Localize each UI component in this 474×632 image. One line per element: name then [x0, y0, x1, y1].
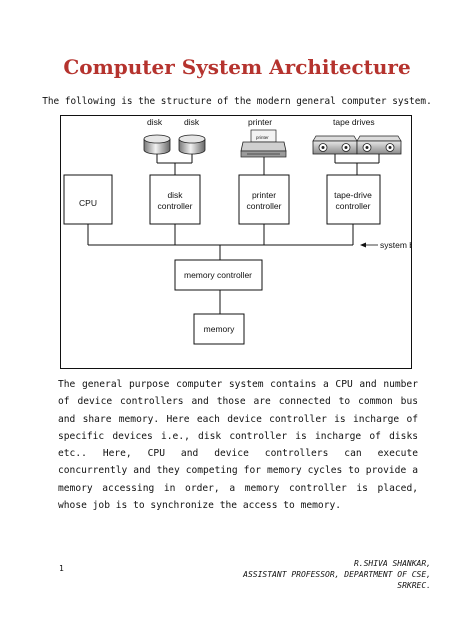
- system-bus: [87, 224, 354, 260]
- printer-controller-label-line2: controller: [247, 201, 282, 211]
- page-number: 1: [59, 564, 64, 573]
- tape-drive-controller-label-line1: tape-drive: [334, 190, 372, 200]
- disk-icon: [178, 134, 206, 155]
- architecture-diagram: disk disk printer tape drives printer: [60, 115, 412, 369]
- disk-controller-box: [149, 174, 201, 225]
- page-title: Computer System Architecture: [63, 55, 411, 79]
- printer-controller-label-line1: printer: [252, 190, 276, 200]
- tape-drive-controller-label-line2: controller: [336, 201, 371, 211]
- disk-label-2: disk: [184, 117, 200, 127]
- tape-drive-controller-box: [326, 174, 381, 225]
- diagram-svg: disk disk printer tape drives printer: [60, 115, 412, 369]
- memory-box: [193, 313, 245, 345]
- disk-label-1: disk: [147, 117, 163, 127]
- intro-text: The following is the structure of the mo…: [42, 96, 432, 107]
- footer-institution: SRKREC.: [397, 581, 431, 590]
- tape-drive-icon: [356, 135, 402, 155]
- printer-label: printer: [248, 117, 272, 127]
- footer-author-block: R.SHIVA SHANKAR, ASSISTANT PROFESSOR, DE…: [243, 558, 431, 591]
- footer-position: ASSISTANT PROFESSOR, DEPARTMENT OF CSE,: [243, 570, 431, 579]
- memory-controller-box: [174, 259, 263, 291]
- printer-controller-box: [238, 174, 290, 225]
- printer-paper-text: printer: [256, 135, 269, 140]
- memory-label: memory: [204, 324, 235, 334]
- footer-author: R.SHIVA SHANKAR,: [353, 559, 431, 568]
- body-paragraph: The general purpose computer system cont…: [58, 379, 418, 512]
- disk-controller-label-line2: controller: [158, 201, 193, 211]
- system-bus-arrow-icon: [360, 242, 378, 248]
- tape-drives-label: tape drives: [333, 117, 375, 127]
- disk-icon: [143, 134, 171, 155]
- disk-controller-label-line1: disk: [167, 190, 183, 200]
- tape-drive-icon: [312, 135, 358, 155]
- printer-icon: printer: [240, 129, 287, 158]
- system-bus-label: system bus: [380, 240, 412, 250]
- device-links: [156, 154, 380, 175]
- cpu-label: CPU: [79, 198, 97, 208]
- cpu-box: [63, 174, 113, 225]
- memory-controller-label: memory controller: [184, 270, 252, 280]
